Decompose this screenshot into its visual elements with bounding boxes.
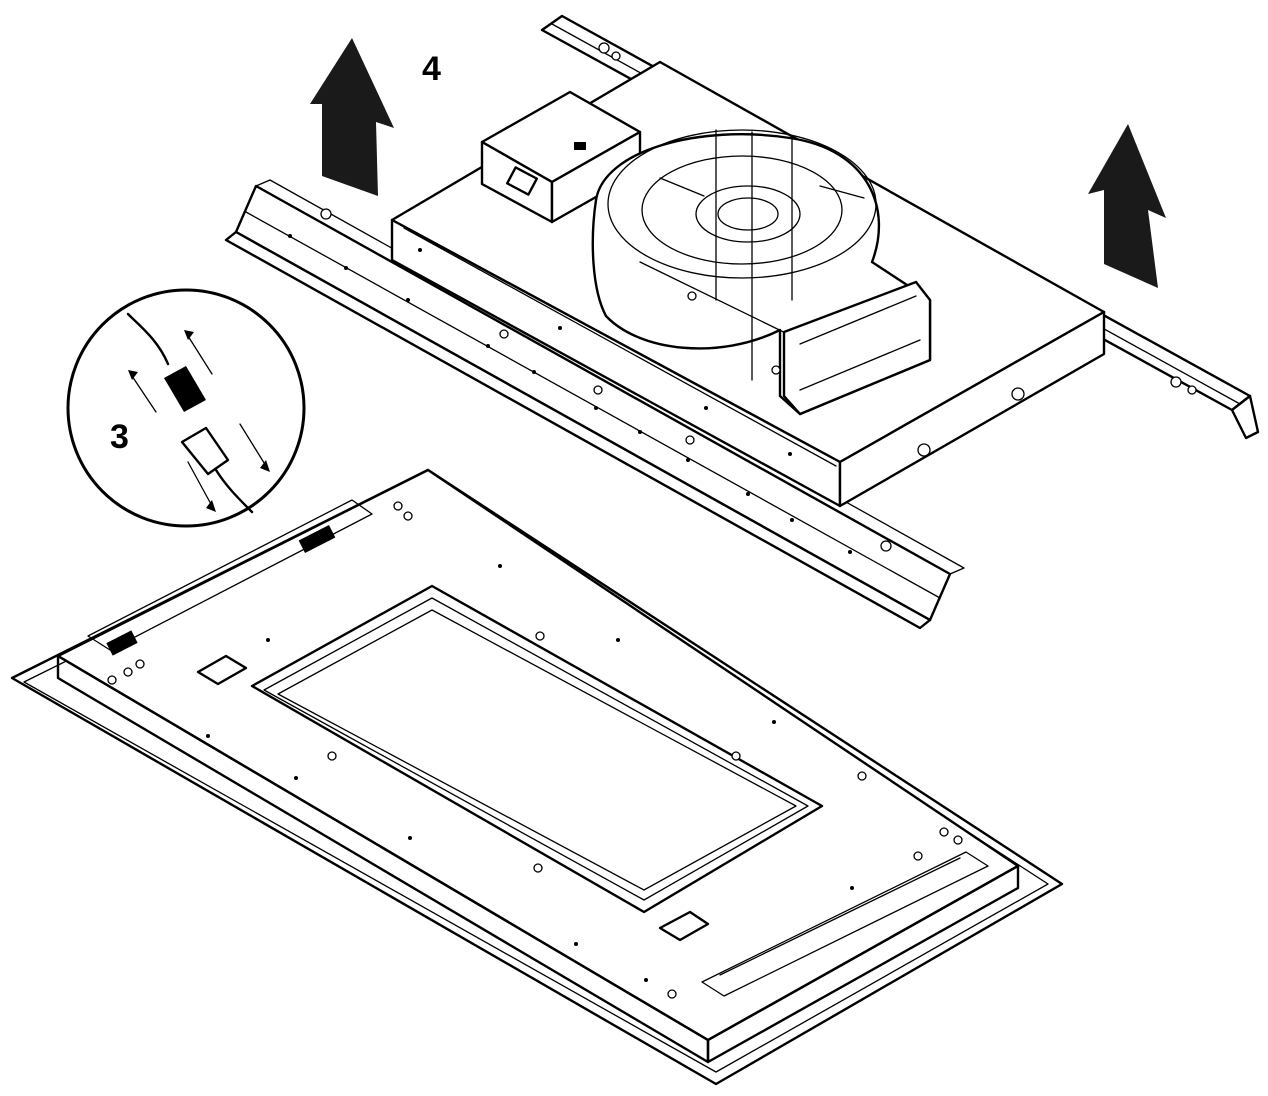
motor-housing xyxy=(390,60,1106,508)
direction-arrows xyxy=(128,330,270,512)
hood-panel xyxy=(10,468,1064,1086)
step-4-label: 4 xyxy=(422,50,441,88)
panel-holes xyxy=(107,501,963,999)
plug-connector-icon xyxy=(126,312,254,514)
connector-detail xyxy=(66,288,306,528)
lift-arrow-icon xyxy=(310,38,1166,288)
blower-fan xyxy=(591,129,932,416)
step-3-label: 3 xyxy=(110,418,129,456)
